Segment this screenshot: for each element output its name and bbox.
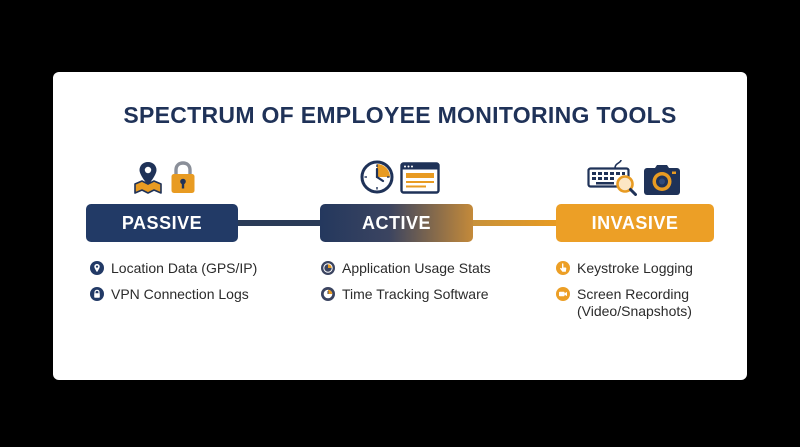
pointer-hand-icon — [556, 261, 570, 275]
video-camera-icon — [556, 287, 570, 301]
invasive-tool-list: Keystroke Logging Screen Recording (Vide… — [556, 260, 693, 329]
passive-icon-group — [133, 160, 197, 194]
list-item-text: Screen Recording (Video/Snapshots) — [577, 286, 692, 319]
location-pin-icon — [90, 261, 104, 275]
active-tool-list: Application Usage Stats Time Tracking So… — [321, 260, 491, 312]
passive-tool-list: Location Data (GPS/IP) VPN Connection Lo… — [90, 260, 257, 312]
diagram-card: SPECTRUM OF EMPLOYEE MONITORING TOOLS PA… — [53, 72, 747, 380]
list-item-text: Location Data (GPS/IP) — [111, 260, 258, 276]
list-item: VPN Connection Logs — [90, 286, 257, 303]
stage-passive-pill: PASSIVE — [86, 204, 238, 242]
stage-invasive-pill: INVASIVE — [556, 204, 714, 242]
list-item: Keystroke Logging — [556, 260, 693, 277]
connector-active-invasive — [473, 220, 558, 226]
list-item-text: Application Usage Stats — [342, 260, 491, 276]
list-item-text: VPN Connection Logs — [111, 286, 249, 302]
invasive-icon-group — [587, 160, 681, 196]
padlock-icon — [171, 161, 195, 193]
clock-icon — [321, 287, 335, 301]
clock-icon — [360, 160, 394, 194]
list-item-text: Keystroke Logging — [577, 260, 693, 276]
map-pin-icon — [134, 162, 162, 194]
active-icon-group — [360, 160, 440, 194]
list-item: Application Usage Stats — [321, 260, 491, 277]
camera-icon — [644, 165, 680, 195]
list-item: Time Tracking Software — [321, 286, 491, 303]
stage-active-pill: ACTIVE — [320, 204, 473, 242]
diagram-title: SPECTRUM OF EMPLOYEE MONITORING TOOLS — [123, 102, 677, 128]
list-item-text: Time Tracking Software — [342, 286, 489, 302]
pie-chart-icon — [321, 261, 335, 275]
keyboard-magnifier-icon — [587, 160, 637, 196]
lock-icon — [90, 287, 104, 301]
list-item: Screen Recording (Video/Snapshots) — [556, 286, 693, 320]
connector-passive-active — [238, 220, 323, 226]
list-item: Location Data (GPS/IP) — [90, 260, 257, 277]
browser-window-icon — [400, 162, 440, 194]
